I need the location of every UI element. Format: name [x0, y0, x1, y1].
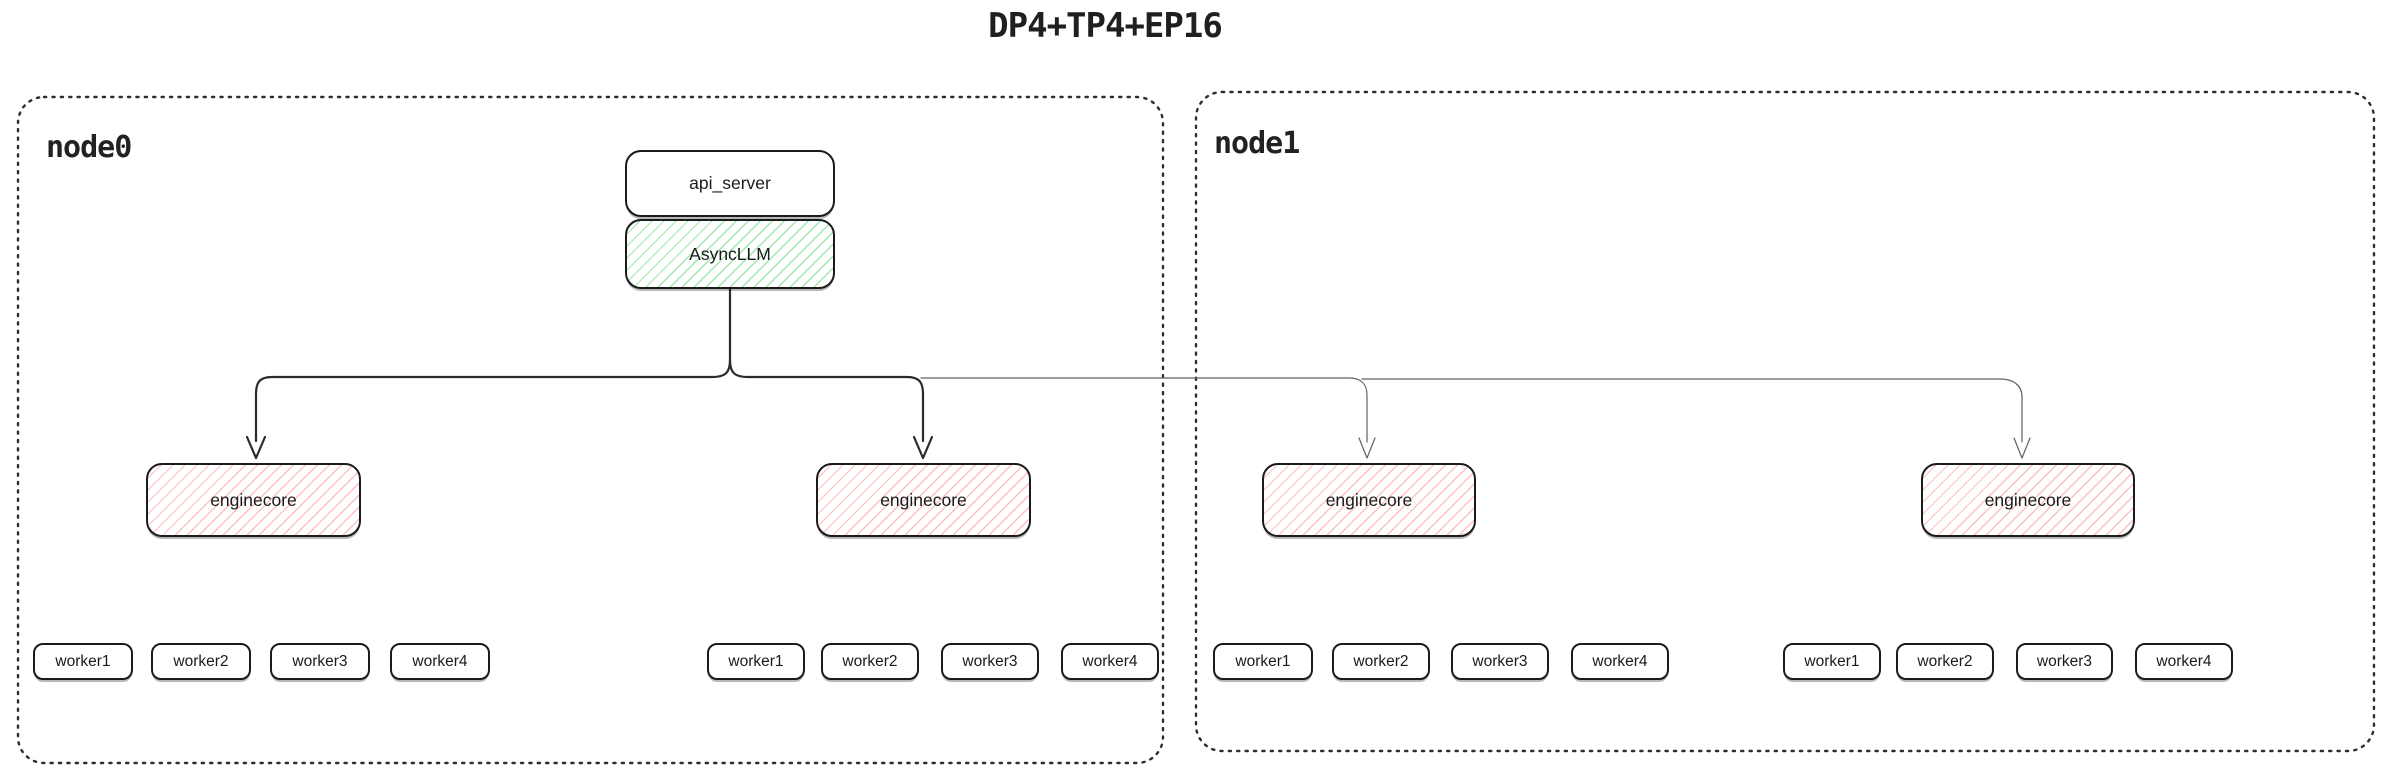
worker-box: worker3	[270, 643, 370, 680]
enginecore-box: enginecore	[1262, 463, 1476, 537]
connector-asyncllm-to-enginecore2	[728, 358, 925, 443]
worker-box: worker1	[1783, 643, 1881, 680]
worker-box: worker4	[390, 643, 490, 680]
worker-box: worker1	[33, 643, 133, 680]
node0-label: node0	[46, 130, 132, 165]
api-server-box: api_server	[625, 150, 835, 217]
connector-asyncllm-to-enginecore4	[1361, 378, 2023, 443]
arrowhead-enginecore2	[912, 435, 934, 460]
worker-box: worker1	[1213, 643, 1313, 680]
worker-box: worker3	[1451, 643, 1549, 680]
asyncllm-box: AsyncLLM	[625, 219, 835, 289]
connector-asyncllm-to-enginecore1	[254, 287, 732, 443]
worker-box: worker2	[821, 643, 919, 680]
arrowhead-enginecore1	[245, 435, 267, 460]
worker-box: worker4	[1061, 643, 1159, 680]
worker-box: worker2	[1896, 643, 1994, 680]
connector-asyncllm-to-enginecore3	[920, 377, 1368, 443]
node0-boundary	[16, 95, 1165, 765]
node1-boundary	[1194, 90, 2376, 753]
arrowhead-enginecore4	[2013, 437, 2031, 459]
node1-label: node1	[1214, 126, 1300, 161]
enginecore-box: enginecore	[146, 463, 361, 537]
worker-box: worker4	[1571, 643, 1669, 680]
worker-box: worker3	[941, 643, 1039, 680]
enginecore-box: enginecore	[1921, 463, 2135, 537]
worker-box: worker4	[2135, 643, 2233, 680]
enginecore-box: enginecore	[816, 463, 1031, 537]
diagram-title: DP4+TP4+EP16	[988, 6, 1223, 46]
worker-box: worker1	[707, 643, 805, 680]
worker-box: worker2	[151, 643, 251, 680]
arrowhead-enginecore3	[1358, 437, 1376, 459]
worker-box: worker3	[2016, 643, 2113, 680]
worker-box: worker2	[1332, 643, 1430, 680]
